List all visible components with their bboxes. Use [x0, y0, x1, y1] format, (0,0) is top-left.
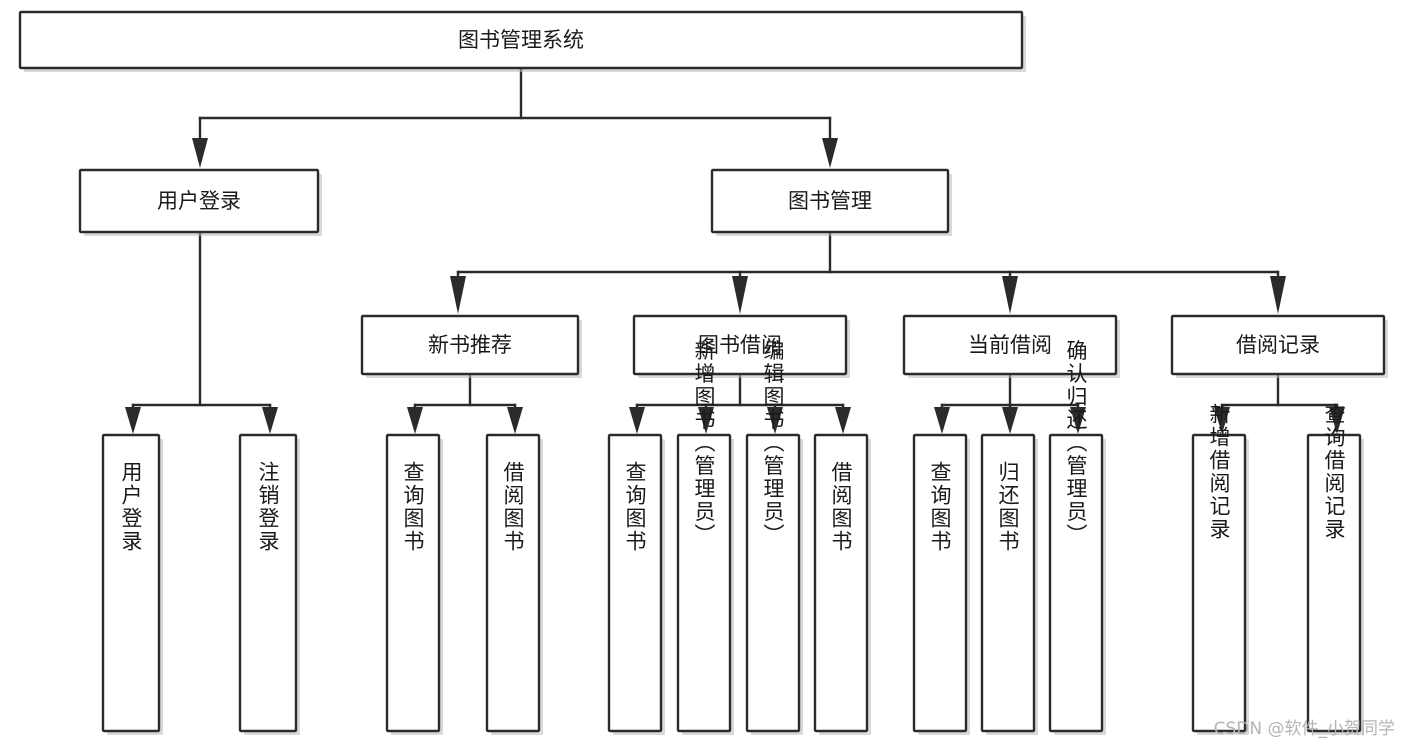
node-leaf-user-login[interactable]: 用户登录: [101, 433, 163, 735]
arrow-to-borrow-record: [1270, 276, 1286, 314]
connector-group-book-borrow: [629, 372, 851, 434]
node-leaf-edit-book[interactable]: 编辑图书（管理员）: [745, 340, 803, 736]
connector-group-new-book-recommend: [407, 372, 523, 434]
arrow-to-leaf-query-book-2: [629, 407, 645, 434]
node-leaf-query-book-3-label: 查询图书: [928, 461, 952, 553]
connector-group-borrow-record: [1214, 372, 1345, 434]
node-new-book-recommend-label: 新书推荐: [428, 333, 512, 357]
node-leaf-borrow-book-1-label: 借阅图书: [501, 461, 525, 553]
arrow-to-leaf-return-book: [1002, 407, 1018, 434]
arrow-to-new-book-recommend: [450, 276, 466, 314]
node-leaf-user-logout-label: 注销登录: [256, 461, 280, 553]
arrow-to-current-borrow: [1002, 276, 1018, 314]
node-leaf-borrow-book-2-label: 借阅图书: [829, 461, 853, 553]
node-leaf-query-book-2-label: 查询图书: [623, 461, 647, 553]
arrow-to-book-borrow: [732, 276, 748, 314]
connector-group-current-borrow: [934, 372, 1086, 434]
node-leaf-edit-book-label: 编辑图书（管理员）: [761, 340, 785, 547]
node-leaf-return-book[interactable]: 归还图书: [980, 433, 1038, 735]
node-leaf-user-login-label: 用户登录: [119, 461, 143, 553]
arrow-to-leaf-add-book: [698, 407, 714, 434]
node-borrow-record[interactable]: 借阅记录: [1170, 314, 1388, 378]
node-book-management-label: 图书管理: [788, 189, 872, 213]
connector-group-root: [192, 66, 838, 168]
node-borrow-record-label: 借阅记录: [1236, 333, 1320, 357]
node-book-management[interactable]: 图书管理: [710, 168, 952, 236]
arrow-to-leaf-borrow-book-1: [507, 407, 523, 434]
node-leaf-borrow-book-1[interactable]: 借阅图书: [485, 433, 543, 735]
node-root-label: 图书管理系统: [458, 28, 584, 52]
arrow-to-leaf-borrow-book-2: [835, 407, 851, 434]
node-leaf-add-book-label: 新增图书（管理员）: [692, 340, 716, 547]
arrow-to-leaf-user-logout: [262, 407, 278, 434]
node-leaf-query-book-3[interactable]: 查询图书: [912, 433, 970, 735]
node-leaf-query-book-1[interactable]: 查询图书: [385, 433, 443, 735]
arrow-to-user-login: [192, 138, 208, 168]
node-leaf-return-book-label: 归还图书: [996, 461, 1020, 553]
node-leaf-query-book-1-label: 查询图书: [401, 461, 425, 553]
arrow-to-leaf-user-login: [125, 407, 141, 434]
node-leaf-query-book-2[interactable]: 查询图书: [607, 433, 665, 735]
arrow-to-leaf-add-record: [1214, 407, 1230, 434]
arrow-to-leaf-query-book-1: [407, 407, 423, 434]
node-leaf-query-record[interactable]: 查询借阅记录: [1306, 403, 1364, 735]
node-user-login-label: 用户登录: [157, 189, 241, 213]
arrow-to-leaf-edit-book: [767, 407, 783, 434]
node-leaf-borrow-book-2[interactable]: 借阅图书: [813, 433, 871, 735]
arrow-to-leaf-confirm-return: [1070, 407, 1086, 434]
node-book-borrow-label: 图书借阅: [698, 333, 782, 357]
node-current-borrow-label: 当前借阅: [968, 333, 1052, 357]
node-leaf-confirm-return[interactable]: 确认归还（管理员）: [1048, 340, 1106, 736]
arrow-to-leaf-query-book-3: [934, 407, 950, 434]
node-book-borrow[interactable]: 图书借阅: [632, 314, 850, 378]
node-leaf-add-record-label: 新增借阅记录: [1207, 403, 1231, 541]
node-leaf-add-book[interactable]: 新增图书（管理员）: [676, 340, 734, 736]
arrow-to-book-management: [822, 138, 838, 168]
connector-group-book-management: [450, 230, 1286, 314]
arrow-to-leaf-query-record: [1329, 407, 1345, 434]
node-leaf-query-record-label: 查询借阅记录: [1322, 403, 1346, 541]
node-leaf-add-record[interactable]: 新增借阅记录: [1191, 403, 1249, 735]
node-leaf-user-logout[interactable]: 注销登录: [238, 433, 300, 735]
node-current-borrow[interactable]: 当前借阅: [902, 314, 1120, 378]
node-leaf-confirm-return-label: 确认归还（管理员）: [1064, 340, 1088, 547]
node-new-book-recommend[interactable]: 新书推荐: [360, 314, 582, 378]
node-user-login[interactable]: 用户登录: [78, 168, 322, 236]
node-root[interactable]: 图书管理系统: [18, 10, 1026, 72]
connector-group-user-login: [125, 230, 278, 434]
